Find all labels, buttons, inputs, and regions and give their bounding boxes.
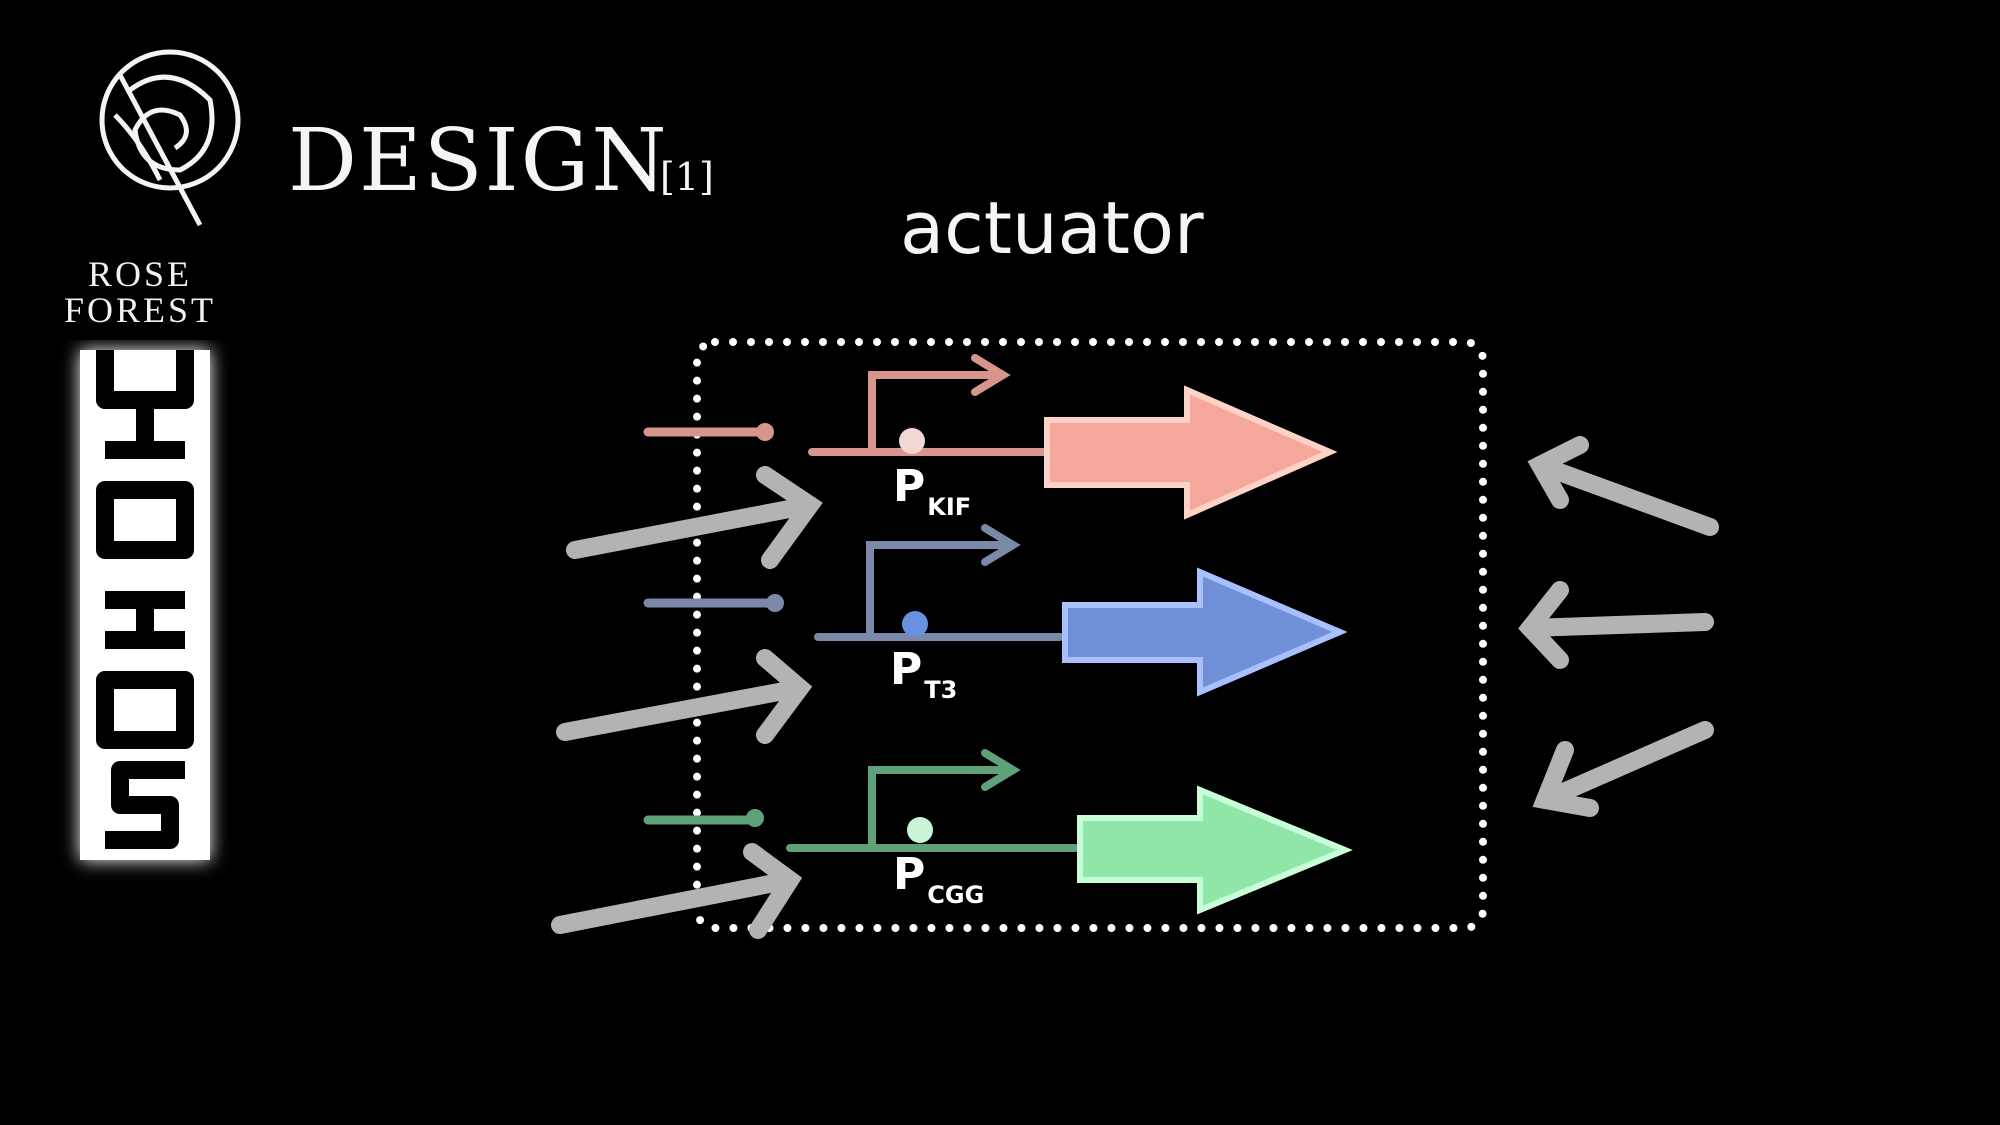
promoter-label-sub: KIF [927,493,972,521]
promoter-label-p: P [893,849,926,900]
return-arrow-3 [1536,721,1714,809]
circuit-row-cgg [643,749,1353,915]
logo-line1: ROSE [87,254,193,294]
input-arrow-1 [566,496,819,559]
promoter-label-kif: PKIF [893,465,972,521]
logo-line2: FOREST [63,290,217,330]
promoter-label-p: P [890,644,923,695]
page-subtitle: actuator [900,186,1204,270]
promoter-label-t3: PT3 [890,648,958,704]
promoter-label-cgg: PCGG [893,853,985,909]
crescent-rose-icon [73,26,241,229]
return-arrow-1 [1531,456,1719,536]
circuit-row-kif [643,354,1338,520]
input-arrow-2 [556,679,809,741]
promoter-label-sub: CGG [927,881,985,909]
page-title-suffix: [1] [660,155,714,199]
input-arrow-3 [551,871,799,934]
sbol-glyph-icon [80,350,210,860]
circuit-row-t3 [643,524,1348,697]
gene-arrow-t3 [1062,567,1348,697]
page-title: DESIGN [288,111,669,211]
promoter-label-sub: T3 [924,676,958,704]
return-arrow-2 [1521,613,1714,637]
module-boundary [693,338,1487,932]
promoter-label-p: P [893,461,926,512]
rose-forest-logo: ROSE FOREST [20,20,260,330]
gene-arrow-cgg [1077,785,1353,915]
gene-arrow-kif [1044,385,1338,520]
